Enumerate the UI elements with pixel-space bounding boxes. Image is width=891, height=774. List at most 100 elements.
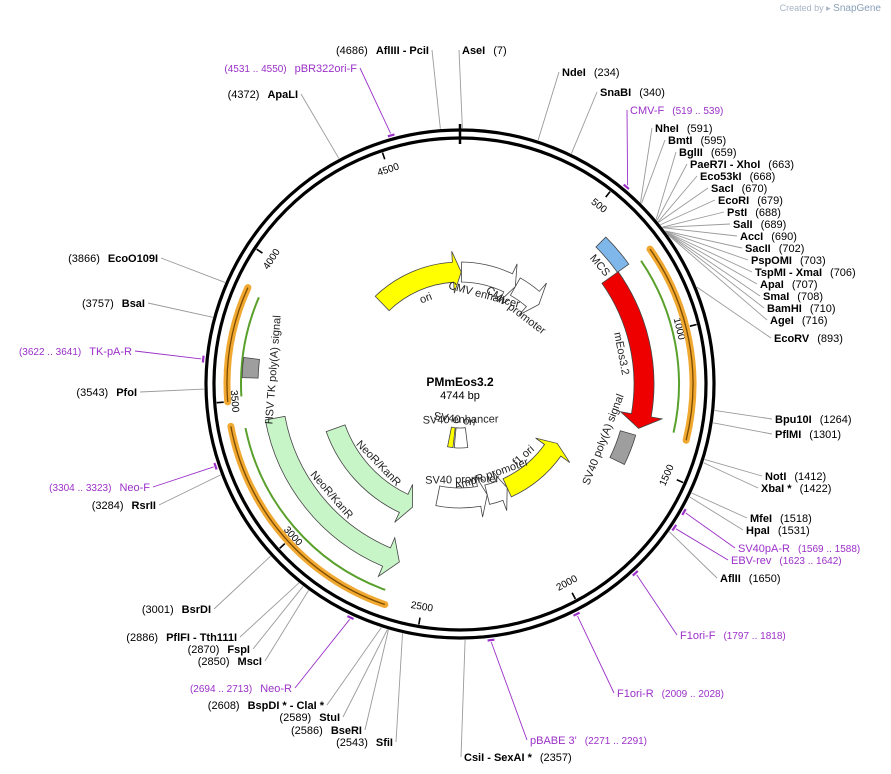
primer-name: Neo-F (119, 482, 150, 494)
site-label[interactable]: SmaI(708) (763, 291, 823, 303)
site-position: (659) (711, 147, 737, 159)
site-label[interactable]: (2589)StuI (279, 712, 340, 724)
site-label[interactable]: NotI(1412) (765, 471, 826, 483)
site-leader (666, 232, 761, 297)
site-label[interactable]: PaeR7I - XhoI(663) (690, 159, 794, 171)
site-leader (342, 629, 388, 718)
feature-hsv-tk-poly-a-signal[interactable] (241, 357, 260, 379)
primer-label[interactable]: pBABE 3'(2271 .. 2291) (530, 735, 647, 747)
site-label[interactable]: EcoRV(893) (774, 333, 843, 345)
site-label[interactable]: BglII(659) (679, 147, 737, 159)
feature-meos3-2[interactable] (601, 271, 664, 429)
site-name: SmaI (763, 291, 789, 303)
site-label[interactable]: MfeI(1518) (750, 513, 812, 525)
site-label[interactable]: (3543)PfoI (76, 387, 137, 399)
site-label[interactable]: XbaI *(1422) (761, 483, 831, 495)
site-leader (714, 409, 773, 420)
primer-label[interactable]: (3304 .. 3323)Neo-F (49, 482, 150, 494)
tick-label: 4500 (376, 161, 401, 179)
site-label[interactable]: Bpu10I(1264) (775, 414, 851, 426)
site-position: (2543) (336, 737, 368, 749)
site-label[interactable]: (2543) SfiI (336, 737, 393, 749)
feature-ori[interactable] (374, 251, 462, 312)
site-position: (707) (792, 279, 818, 291)
site-name: PstI (727, 207, 747, 219)
site-label[interactable]: SacII(702) (745, 243, 804, 255)
site-label[interactable]: AccI(690) (740, 231, 797, 243)
site-label[interactable]: SnaBI(340) (600, 87, 665, 99)
primer-mark (632, 570, 639, 577)
feature-sv40-poly-a-signal[interactable] (609, 430, 637, 466)
site-position: (1650) (749, 573, 781, 585)
site-label[interactable]: AseI(7) (462, 45, 507, 57)
primer-label[interactable]: (2694 .. 2713)Neo-R (190, 683, 292, 695)
feature-sv40-ori[interactable] (447, 426, 456, 449)
site-label[interactable]: (3001)BsrDI (142, 604, 211, 616)
feature-sv40-promoter[interactable] (435, 475, 488, 518)
site-leader (666, 232, 765, 309)
primer-range: (4531 .. 4550) (224, 64, 286, 75)
site-name: TspMI - XmaI (755, 267, 822, 279)
primer-label[interactable]: F1ori-R(2009 .. 2028) (617, 688, 724, 700)
site-name: BamHI (767, 303, 802, 315)
site-label[interactable]: AgeI(716) (770, 315, 828, 327)
primer-label[interactable]: (3622 .. 3641)TK-pA-R (19, 346, 132, 358)
feature-ampr-promoter[interactable] (484, 470, 508, 511)
site-name: SfiI (376, 737, 393, 749)
primer-label[interactable]: CMV-F(519 .. 539) (630, 105, 723, 117)
site-label[interactable]: CsiI - SexAI *(2357) (464, 752, 572, 764)
site-label[interactable]: PstI(688) (727, 207, 781, 219)
primer-label[interactable]: (4531 .. 4550)pBR322ori-F (224, 63, 357, 75)
feature-neor-kanr[interactable] (264, 415, 400, 578)
primer-label[interactable]: EBV-rev(1623 .. 1642) (731, 555, 842, 567)
site-label[interactable]: NdeI(234) (562, 67, 620, 79)
feature-sv40-enhancer[interactable] (453, 427, 469, 449)
primer-labels: (4531 .. 4550)pBR322ori-F CMV-F(519 .. 53… (19, 63, 860, 747)
site-label[interactable]: (4372)ApaLI (228, 89, 298, 101)
site-label[interactable]: PspOMI(703) (751, 255, 826, 267)
site-label[interactable]: Eco53kI(668) (700, 171, 775, 183)
site-name: BsrDI (182, 604, 211, 616)
site-label[interactable]: PflMI(1301) (775, 429, 841, 441)
site-label[interactable]: SalI(689) (733, 219, 786, 231)
primer-label[interactable]: SV40pA-R(1569 .. 1588) (738, 543, 860, 555)
site-leader (431, 49, 441, 129)
primer-name: CMV-F (630, 105, 665, 117)
primer-mark (387, 133, 395, 138)
site-leader (641, 139, 666, 204)
feature-neor-kanr[interactable] (325, 424, 414, 523)
site-label[interactable]: (2870)FspI (188, 644, 250, 656)
site-name: EcoRV (774, 333, 810, 345)
site-position: (340) (639, 87, 665, 99)
site-label[interactable]: (2850)MscI (198, 656, 262, 668)
feature-f1-ori[interactable] (502, 437, 571, 498)
site-label[interactable]: SacI(670) (711, 183, 767, 195)
site-position: (1422) (800, 483, 832, 495)
feature-cmv-promoter[interactable] (509, 277, 547, 316)
site-label[interactable]: NheI(591) (655, 123, 713, 135)
site-name: AflII (720, 573, 741, 585)
site-label[interactable]: (3284)RsrII (92, 500, 156, 512)
site-name: PfoI (116, 387, 137, 399)
site-leader (139, 388, 205, 393)
site-label[interactable]: (2586)BseRI (291, 725, 362, 737)
site-label[interactable]: (4686)AflIII - PciI (336, 45, 429, 57)
site-name: CsiI - SexAI * (464, 752, 533, 764)
site-label[interactable]: (2608)BspDI * - ClaI * (208, 700, 325, 712)
site-position: (663) (768, 159, 794, 171)
site-label[interactable]: (3866)EcoO109I (68, 253, 158, 265)
primer-label[interactable]: F1ori-F(1797 .. 1818) (680, 630, 786, 642)
site-label[interactable]: EcoRI(679) (718, 195, 783, 207)
site-label[interactable]: TspMI - XmaI (706) (755, 267, 856, 279)
site-label[interactable]: (2886)PflFI - Tth111I (126, 632, 237, 644)
site-label[interactable]: ApaI(707) (760, 279, 818, 291)
site-label[interactable]: HpaI(1531) (746, 525, 810, 537)
feature-cmv-enhancer[interactable] (460, 261, 518, 303)
site-label[interactable]: (3757)BsaI (82, 298, 145, 310)
site-label[interactable]: BmtI(595) (668, 135, 726, 147)
site-label[interactable]: AflII (1650) (720, 573, 781, 585)
site-name: NotI (765, 471, 786, 483)
primer-mark (213, 462, 218, 470)
site-position: (706) (830, 267, 856, 279)
site-label[interactable]: BamHI(710) (767, 303, 836, 315)
